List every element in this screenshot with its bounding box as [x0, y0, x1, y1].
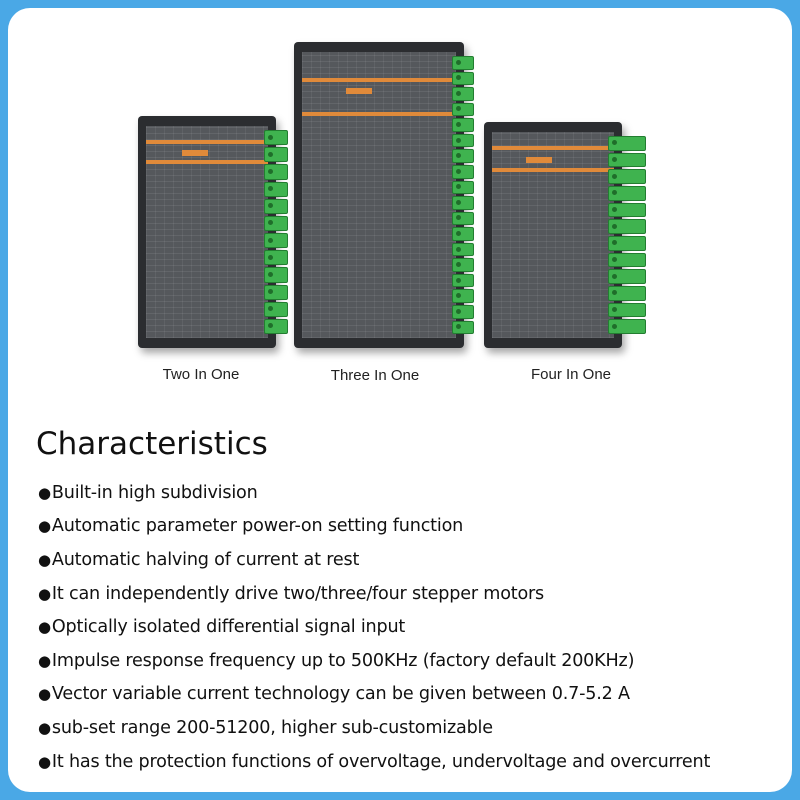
characteristics-list: ●Built-in high subdivision ●Automatic pa… — [38, 476, 710, 778]
bullet-icon: ● — [38, 651, 51, 670]
feature-text: It can independently drive two/three/fou… — [51, 583, 545, 604]
bullet-icon: ● — [38, 550, 51, 569]
feature-text: Automatic parameter power-on setting fun… — [51, 516, 464, 537]
terminal-block — [264, 130, 288, 335]
feature-text: Automatic halving of current at rest — [51, 549, 360, 570]
feature-text: It has the protection functions of overv… — [51, 751, 711, 772]
bullet-icon: ● — [38, 584, 51, 603]
driver-two-in-one-image — [138, 116, 298, 348]
list-item: ●Optically isolated differential signal … — [38, 610, 710, 644]
list-item: ●Built-in high subdivision — [38, 476, 710, 510]
bullet-icon: ● — [38, 718, 51, 737]
bullet-icon: ● — [38, 483, 51, 502]
feature-text: Built-in high subdivision — [51, 482, 258, 503]
list-item: ●sub-set range 200-51200, higher sub-cus… — [38, 711, 710, 745]
list-item: ●Automatic halving of current at rest — [38, 543, 710, 577]
driver-three-in-one-image — [294, 42, 482, 348]
feature-text: sub-set range 200-51200, higher sub-cust… — [51, 717, 493, 738]
list-item: ●Impulse response frequency up to 500KHz… — [38, 644, 710, 678]
list-item: ●It has the protection functions of over… — [38, 745, 710, 779]
feature-text: Optically isolated differential signal i… — [51, 617, 406, 638]
feature-text: Vector variable current technology can b… — [51, 684, 630, 705]
caption-two-in-one: Two In One — [162, 366, 240, 383]
bullet-icon: ● — [38, 517, 51, 536]
terminal-block — [608, 136, 646, 335]
list-item: ●Automatic parameter power-on setting fu… — [38, 510, 710, 544]
product-card: Two In One Three In One Four In One Char… — [8, 8, 792, 792]
caption-three-in-one: Three In One — [330, 367, 420, 384]
bullet-icon: ● — [38, 618, 51, 637]
characteristics-title: Characteristics — [36, 426, 268, 462]
feature-text: Impulse response frequency up to 500KHz … — [51, 650, 635, 671]
driver-four-in-one-image — [484, 122, 654, 348]
bullet-icon: ● — [38, 752, 51, 771]
terminal-block — [452, 56, 474, 335]
bullet-icon: ● — [38, 685, 51, 704]
caption-four-in-one: Four In One — [530, 366, 612, 383]
list-item: ●Vector variable current technology can … — [38, 678, 710, 712]
list-item: ●It can independently drive two/three/fo… — [38, 577, 710, 611]
